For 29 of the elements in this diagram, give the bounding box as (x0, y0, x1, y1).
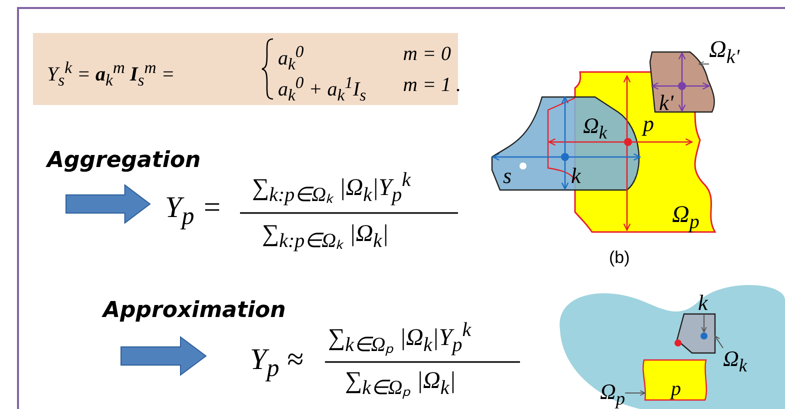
formula: m = 0 (403, 44, 451, 64)
math-label: Ω$_{p}$ (600, 381, 626, 408)
leader-line (624, 390, 646, 396)
center-dot (700, 332, 708, 340)
formula: m = 1 . (403, 75, 461, 95)
heading: Approximation (103, 300, 286, 322)
math-label: Ω$_{k}$ (723, 348, 748, 375)
formula: Y$_{p}$ = (165, 193, 222, 229)
denominator: ∑$_{k∈Ωₚ}$ |Ω$_{k}$| (345, 369, 456, 398)
math-label: Ω$_{k'}$ (709, 38, 740, 67)
heading: Aggregation (47, 150, 201, 172)
formula: Y$_{p}$ ≈ (250, 345, 304, 381)
caption: (b) (609, 249, 630, 266)
formula-box (33, 33, 458, 105)
leader-line (701, 314, 707, 332)
math-label: k (698, 292, 708, 314)
math-label: p (671, 379, 681, 399)
math-label: k (571, 165, 581, 187)
region-shape (642, 359, 708, 401)
formula: Y$_{s}$$^{k}$ = a$_{k}$$^{m}$ I$_{s}$$^{m}$ = (47, 60, 175, 90)
leader-line (698, 61, 710, 67)
denominator: ∑$_{k:p∈Ωₖ}$ |Ω$_{k}$| (262, 222, 389, 251)
math-label: k' (659, 92, 674, 114)
math-label: Ω$_{p}$ (672, 203, 700, 232)
math-label: s (503, 165, 512, 187)
math-label: p (643, 113, 654, 135)
math-label: Ω$_{k}$ (583, 115, 608, 142)
leader-line (714, 336, 724, 348)
formula: a$_{k}$$^{0}$ + a$_{k}$$^{1}$I$_{s}$ (278, 75, 366, 104)
